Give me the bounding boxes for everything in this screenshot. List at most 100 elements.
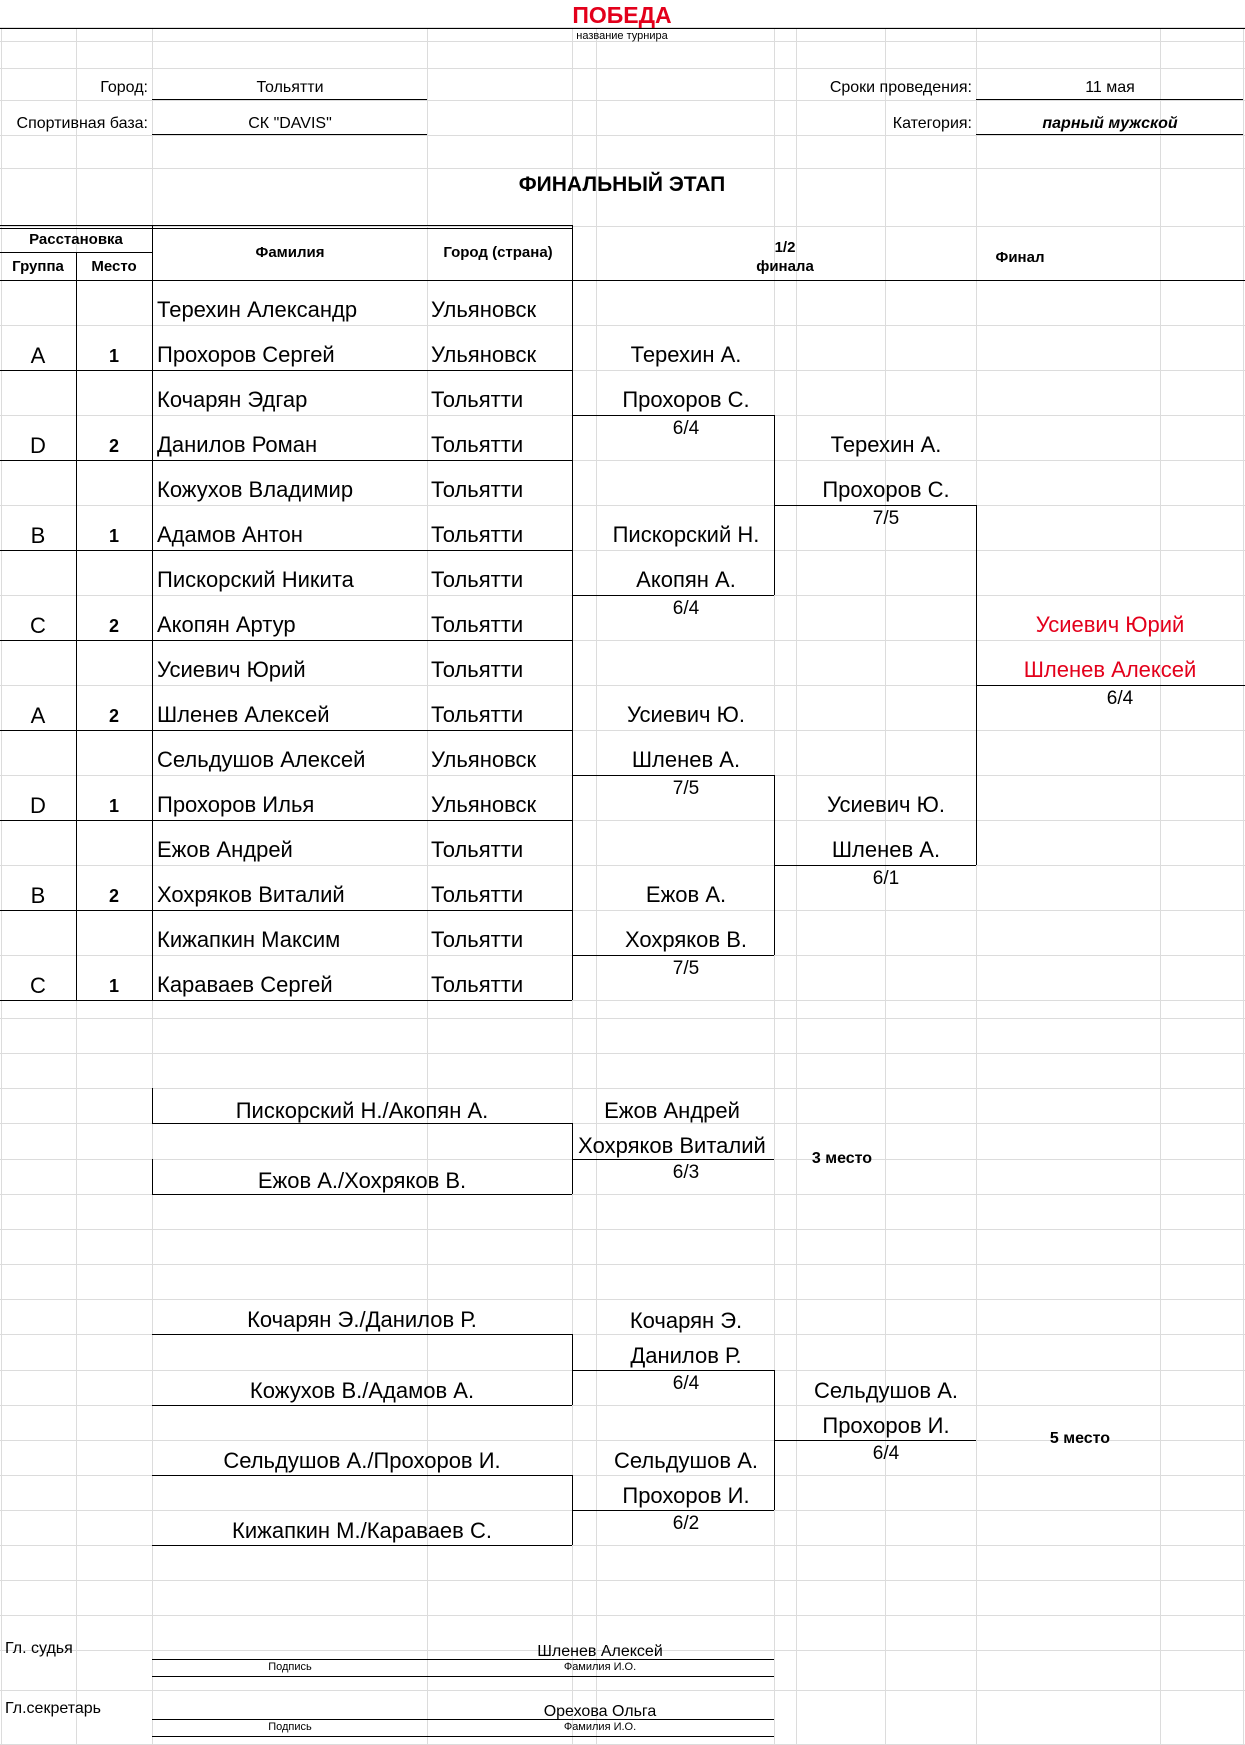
grid-line [0,27,1245,28]
base-underline [152,134,427,135]
place-number: 2 [108,616,120,636]
qf-score: 6/4 [672,418,700,439]
player-name: Пискорский Никита [157,567,354,592]
player-city: Тольятти [431,657,524,682]
grid-line [0,1000,1245,1001]
grid-line [1243,27,1244,1744]
grid-line [0,910,1245,911]
sf-line [774,865,976,866]
final-winner: Усиевич Юрий [1035,612,1185,637]
fifth-score: 6/4 [672,1373,700,1394]
sf-winner: Прохоров С. [822,477,950,502]
final-line [976,685,1245,686]
group-letter: C [30,613,46,638]
entry-separator [0,460,572,461]
sf-score: 6/1 [872,868,900,889]
grid-line [0,1053,1245,1054]
fifth-score: 6/2 [672,1513,700,1534]
qf-winner: Прохоров С. [622,387,750,412]
player-city: Ульяновск [431,297,537,322]
sf-score: 7/5 [872,508,900,529]
semifinal-header: 1/2 [774,239,796,256]
caption-line [152,1736,774,1737]
grid-line [0,68,1245,69]
fifth-pair-line [152,1334,572,1335]
player-city: Тольятти [431,387,524,412]
fifth-winner: Кочарян Э. [629,1308,743,1333]
city-label: Город: [100,79,148,96]
entry-separator [0,1000,572,1001]
group-letter: D [30,793,46,818]
grid-line [0,135,1245,136]
grid-line [0,168,1245,169]
group-letter: A [30,343,46,368]
secretary-name: Орехова Ольга [543,1703,657,1720]
third-pair-edge [152,1159,153,1194]
entry-separator [0,730,572,731]
player-name: Адамов Антон [157,522,303,547]
fifth-pair-line [152,1545,572,1546]
player-name: Прохоров Сергей [157,342,335,367]
third-score: 6/3 [672,1162,700,1183]
grid-line [0,325,1245,326]
third-pair-line [152,1194,572,1195]
player-name: Сельдушов Алексей [157,747,366,772]
chief-judge-label: Гл. судья [5,1640,73,1657]
fifth-pair-line [152,1405,572,1406]
qf-winner: Акопян А. [636,567,736,592]
group-header: Группа [12,258,64,275]
placement-header: Расстановка [29,231,123,248]
player-city: Тольятти [431,837,524,862]
category-underline [976,134,1243,135]
group-letter: B [30,883,46,908]
grid-line [0,1229,1245,1230]
entry-separator [0,910,572,911]
sports-base-value: СК "DAVIS" [248,115,332,132]
player-name: Акопян Артур [157,612,296,637]
fifth-winner: Данилов Р. [630,1343,742,1368]
grid-line [0,1088,1245,1089]
bracket-edge [572,820,573,910]
header-divider [152,225,153,280]
qf-score: 6/4 [672,598,700,619]
city-underline [152,99,427,100]
group-divider [76,252,77,280]
qf-winner: Терехин А. [630,342,742,367]
qf-winner: Ежов А. [645,882,727,907]
sf-winner: Шленев А. [831,837,941,862]
grid-line [0,1405,1245,1406]
grid-line [1,27,2,1744]
qf-score: 7/5 [672,958,700,979]
grid-line [0,685,1245,686]
grid-line [0,1690,1245,1691]
grid-line [0,1194,1245,1195]
player-city: Тольятти [431,477,524,502]
grid-line [976,27,977,1744]
category-label: Категория: [892,115,972,132]
fifth-winner: Сельдушов А. [614,1448,758,1473]
qf-line [572,415,774,416]
fifth-final-line [774,1440,976,1441]
group-letter: D [30,433,46,458]
grid-line [0,370,1245,371]
player-name: Данилов Роман [157,432,318,457]
fifth-winner-line [572,1510,774,1511]
place-number: 2 [108,886,120,906]
player-city: Ульяновск [431,342,537,367]
fifth-pair: Сельдушов А./Прохоров И. [223,1448,501,1473]
third-winner: Хохряков Виталий [578,1133,766,1158]
final-score: 6/4 [1106,688,1134,709]
player-city: Тольятти [431,702,524,727]
grid-line [0,505,1245,506]
grid-line [0,460,1245,461]
qf-winner: Пискорский Н. [612,522,760,547]
header-divider [572,225,573,280]
chief-judge-name: Шленев Алексей [537,1643,663,1660]
group-letter: A [30,703,46,728]
caption-line [152,1676,774,1677]
bracket-edge [572,280,573,370]
sf-line [774,505,976,506]
player-city: Тольятти [431,927,524,952]
dates-value: 11 мая [1085,79,1135,96]
